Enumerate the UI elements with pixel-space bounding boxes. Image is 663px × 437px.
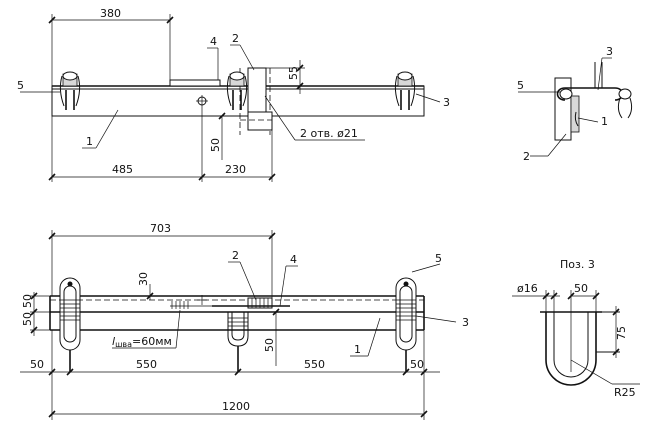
plan-label-5: 5 xyxy=(435,252,442,265)
hook-right xyxy=(394,71,416,110)
dim-50-right: 50 xyxy=(410,358,424,371)
side-leader-1 xyxy=(577,117,599,123)
weld-note: lшва=60мм xyxy=(112,335,172,349)
plan-hook-middle xyxy=(227,312,249,372)
side-leader-2 xyxy=(547,133,567,157)
side-label-3: 3 xyxy=(606,45,613,58)
dim-230: 230 xyxy=(225,163,246,176)
plate-pos4 xyxy=(169,79,221,87)
label-2: 2 xyxy=(232,32,239,45)
side-hook-eye-left xyxy=(559,88,573,100)
plan-leader-1 xyxy=(367,317,381,357)
plan-view: 703 30 50 50 50 50 550 550 50 xyxy=(20,222,469,420)
dim-r25: R25 xyxy=(614,386,636,399)
plan-label-3: 3 xyxy=(462,316,469,329)
dim-485: 485 xyxy=(112,163,133,176)
plan-leader-2 xyxy=(239,261,257,301)
dim-50-middle: 50 xyxy=(263,338,276,352)
side-web xyxy=(570,95,580,133)
leader-3 xyxy=(415,93,441,103)
side-label-2: 2 xyxy=(523,150,530,163)
plan-leader-3 xyxy=(415,315,457,323)
leader-holes xyxy=(264,95,296,141)
plan-label-1: 1 xyxy=(354,343,361,356)
plan-label-2: 2 xyxy=(232,249,239,262)
dim-75: 75 xyxy=(615,326,628,340)
side-hook-tail xyxy=(617,97,633,119)
detail-title: Поз. 3 xyxy=(560,258,595,271)
dim-50-detail: 50 xyxy=(574,282,588,295)
dim-380: 380 xyxy=(100,7,121,20)
dim-50: 50 xyxy=(209,138,222,152)
ubolt-outer xyxy=(545,312,597,386)
holes-note: 2 отв. ø21 xyxy=(300,127,358,140)
dim-50-b: 50 xyxy=(21,312,34,326)
side-label-5: 5 xyxy=(517,79,524,92)
plan-leader-5 xyxy=(411,263,441,273)
side-hook-rod xyxy=(594,62,603,88)
plan-label-4: 4 xyxy=(290,253,297,266)
dim-550-b: 550 xyxy=(304,358,325,371)
leader-r25 xyxy=(570,359,613,385)
hook-middle xyxy=(226,71,248,110)
dim-550-a: 550 xyxy=(136,358,157,371)
dim-50-left: 50 xyxy=(30,358,44,371)
plan-hook-left xyxy=(59,277,81,372)
side-view: 5 3 1 2 xyxy=(517,45,633,163)
leader-1 xyxy=(95,109,119,149)
label-4: 4 xyxy=(210,35,217,48)
side-label-1: 1 xyxy=(601,115,608,128)
beam-body xyxy=(51,85,425,117)
weld-hatching xyxy=(171,301,189,309)
side-hook-eye-right xyxy=(618,88,632,100)
dim-55: 55 xyxy=(287,66,300,80)
hook-left xyxy=(59,71,81,110)
plan-hook-right xyxy=(395,277,417,372)
plan-bracket-hatch xyxy=(251,298,269,308)
dim-1200: 1200 xyxy=(222,400,250,413)
leader-2 xyxy=(239,44,255,71)
detail-pos3: Поз. 3 ø16 50 75 R25 xyxy=(512,258,640,399)
side-leader-3 xyxy=(597,57,603,91)
label-3: 3 xyxy=(443,96,450,109)
top-view: 380 485 230 55 50 5 1 4 2 xyxy=(17,7,450,182)
label-1: 1 xyxy=(86,135,93,148)
dim-703: 703 xyxy=(150,222,171,235)
side-weld xyxy=(574,111,579,127)
dim-30: 30 xyxy=(137,272,150,286)
dim-50-a: 50 xyxy=(21,294,34,308)
weld-leader xyxy=(175,309,181,349)
label-5: 5 xyxy=(17,79,24,92)
plan-leader-4 xyxy=(279,265,287,307)
ubolt-inner xyxy=(553,312,589,378)
bracket-lower-plate xyxy=(247,111,273,131)
dim-d16: ø16 xyxy=(517,282,538,295)
